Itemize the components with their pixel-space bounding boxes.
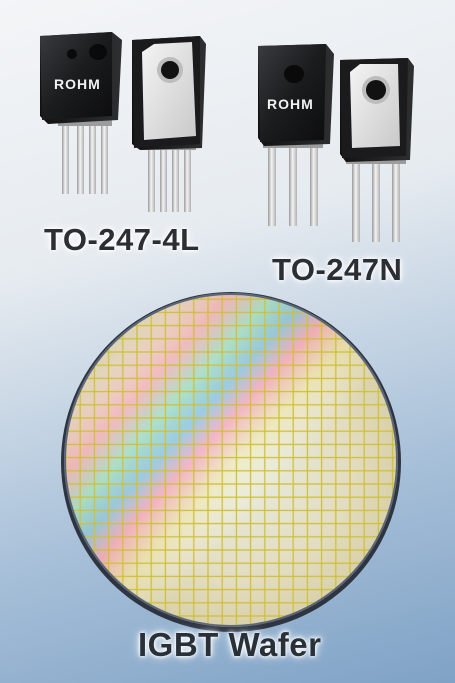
igbt-wafer [61, 292, 401, 632]
to247n-front-package [258, 44, 334, 226]
package-label-to247-4l: TO-247-4L [44, 222, 200, 257]
wafer-label: IGBT Wafer [138, 626, 322, 663]
to247n-back-package [340, 58, 414, 242]
brand-logo-247n: ROHM [267, 96, 314, 112]
brand-logo-4l: ROHM [54, 76, 101, 92]
package-label-to247n: TO-247N [272, 252, 403, 287]
to247-4l-back-package [132, 36, 206, 212]
to247-4l-front-package [40, 32, 122, 194]
